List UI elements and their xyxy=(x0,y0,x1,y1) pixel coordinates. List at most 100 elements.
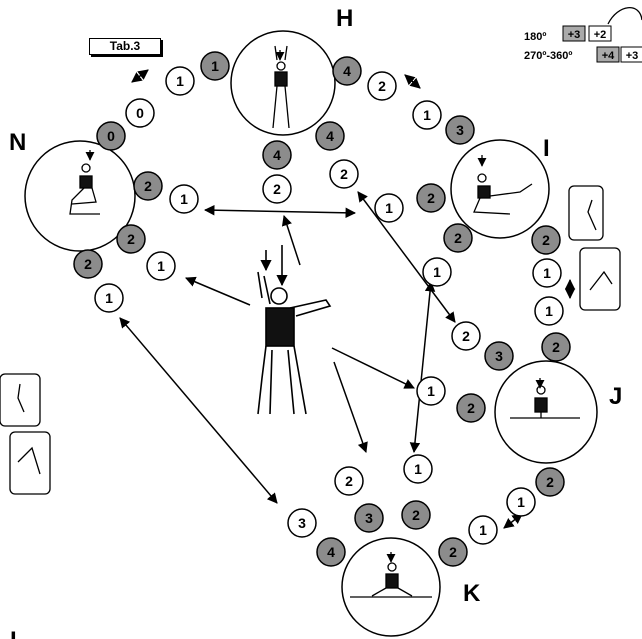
node-white: 2 xyxy=(334,466,364,496)
svg-text:0: 0 xyxy=(107,128,115,144)
side-icon-i-top xyxy=(568,185,604,241)
node-white: 2 xyxy=(367,71,397,101)
svg-text:1: 1 xyxy=(517,494,525,510)
svg-text:3: 3 xyxy=(365,510,373,526)
node-grey: 2 xyxy=(401,500,431,530)
svg-text:1: 1 xyxy=(423,107,431,123)
figure-h-sketch xyxy=(272,45,290,129)
svg-text:2: 2 xyxy=(552,339,560,355)
node-grey: 2 xyxy=(116,224,146,254)
score-270-first: +4 xyxy=(602,50,615,62)
node-grey: 4 xyxy=(262,140,292,170)
node-white: 1 xyxy=(403,454,433,484)
element-letter-k: K xyxy=(463,580,481,607)
node-grey: 1 xyxy=(200,51,230,81)
svg-text:1: 1 xyxy=(385,200,393,216)
node-white: 1 xyxy=(374,193,404,223)
svg-text:1: 1 xyxy=(479,522,487,538)
node-grey: 4 xyxy=(332,56,362,86)
node-grey: 2 xyxy=(416,183,446,213)
svg-text:2: 2 xyxy=(378,78,386,94)
score-180-second: +2 xyxy=(594,29,607,41)
node-grey: 2 xyxy=(73,249,103,279)
node-white: 1 xyxy=(412,100,442,130)
svg-text:2: 2 xyxy=(449,544,457,560)
node-white: 2 xyxy=(329,159,359,189)
node-grey: 2 xyxy=(456,393,486,423)
node-grey: 3 xyxy=(354,503,384,533)
node-white: 1 xyxy=(165,66,195,96)
svg-text:2: 2 xyxy=(462,328,470,344)
side-icon-i-bottom xyxy=(579,247,621,311)
node-grey: 4 xyxy=(316,537,346,567)
svg-text:2: 2 xyxy=(427,190,435,206)
node-grey: 0 xyxy=(96,121,126,151)
svg-text:2: 2 xyxy=(542,232,550,248)
svg-text:1: 1 xyxy=(180,191,188,207)
node-grey: 2 xyxy=(133,171,163,201)
node-white: 1 xyxy=(146,251,176,281)
white-value-nodes: 1 0 1 1 1 2 2 1 2 1 1 1 1 2 1 1 2 1 3 1 xyxy=(94,66,564,545)
score-angle-180: 180º xyxy=(524,31,546,43)
svg-text:2: 2 xyxy=(412,507,420,523)
figure-j-sketch xyxy=(510,378,580,419)
svg-text:3: 3 xyxy=(298,515,306,531)
central-figure xyxy=(257,245,332,415)
svg-text:1: 1 xyxy=(545,303,553,319)
element-letter-i: I xyxy=(543,135,550,162)
node-white: 1 xyxy=(94,283,124,313)
svg-text:4: 4 xyxy=(326,128,334,144)
tab-label: Tab.3 xyxy=(89,38,161,55)
figure-k-sketch xyxy=(350,552,432,598)
node-white: 3 xyxy=(287,508,317,538)
node-white: 1 xyxy=(169,184,199,214)
node-white: 1 xyxy=(534,296,564,326)
svg-text:2: 2 xyxy=(467,400,475,416)
svg-text:1: 1 xyxy=(427,383,435,399)
element-circle-n xyxy=(24,140,136,252)
score-270-second: +3 xyxy=(626,50,639,62)
svg-text:2: 2 xyxy=(273,181,281,197)
side-icon-l-bottom xyxy=(9,431,51,495)
element-letter-l: L xyxy=(10,627,25,639)
svg-text:2: 2 xyxy=(340,166,348,182)
svg-text:4: 4 xyxy=(273,147,281,163)
element-circle-i xyxy=(450,139,550,239)
side-icons xyxy=(0,7,642,495)
node-white: 1 xyxy=(468,515,498,545)
svg-text:1: 1 xyxy=(543,265,551,281)
node-grey: 3 xyxy=(484,341,514,371)
svg-text:1: 1 xyxy=(176,73,184,89)
node-white: 0 xyxy=(125,98,155,128)
figure-n-sketch xyxy=(69,150,100,215)
node-grey: 3 xyxy=(445,115,475,145)
node-grey: 2 xyxy=(438,537,468,567)
score-180-first: +3 xyxy=(568,29,581,41)
svg-text:1: 1 xyxy=(105,290,113,306)
svg-text:3: 3 xyxy=(456,122,464,138)
score-angle-270-360: 270º-360º xyxy=(524,50,572,62)
side-icon-l-top xyxy=(0,373,41,427)
node-grey: 2 xyxy=(541,332,571,362)
node-white: 1 xyxy=(506,487,536,517)
svg-text:1: 1 xyxy=(211,58,219,74)
figure-i-sketch xyxy=(473,155,533,215)
node-white: 1 xyxy=(532,258,562,288)
svg-text:4: 4 xyxy=(327,544,335,560)
svg-text:0: 0 xyxy=(136,105,144,121)
svg-text:1: 1 xyxy=(433,264,441,280)
node-white: 1 xyxy=(416,376,446,406)
element-letter-j: J xyxy=(609,383,622,410)
node-grey: 2 xyxy=(531,225,561,255)
svg-text:2: 2 xyxy=(454,230,462,246)
svg-text:3: 3 xyxy=(495,348,503,364)
svg-text:2: 2 xyxy=(144,178,152,194)
grey-value-nodes: 1 0 2 2 2 4 4 4 3 2 2 2 3 2 2 2 3 2 4 2 xyxy=(73,51,571,567)
svg-text:1: 1 xyxy=(157,258,165,274)
node-grey: 2 xyxy=(443,223,473,253)
svg-text:4: 4 xyxy=(343,63,351,79)
element-letter-h: H xyxy=(336,5,353,32)
score-table: 180º +3 +2 270º-360º +4 +3 xyxy=(524,25,642,63)
